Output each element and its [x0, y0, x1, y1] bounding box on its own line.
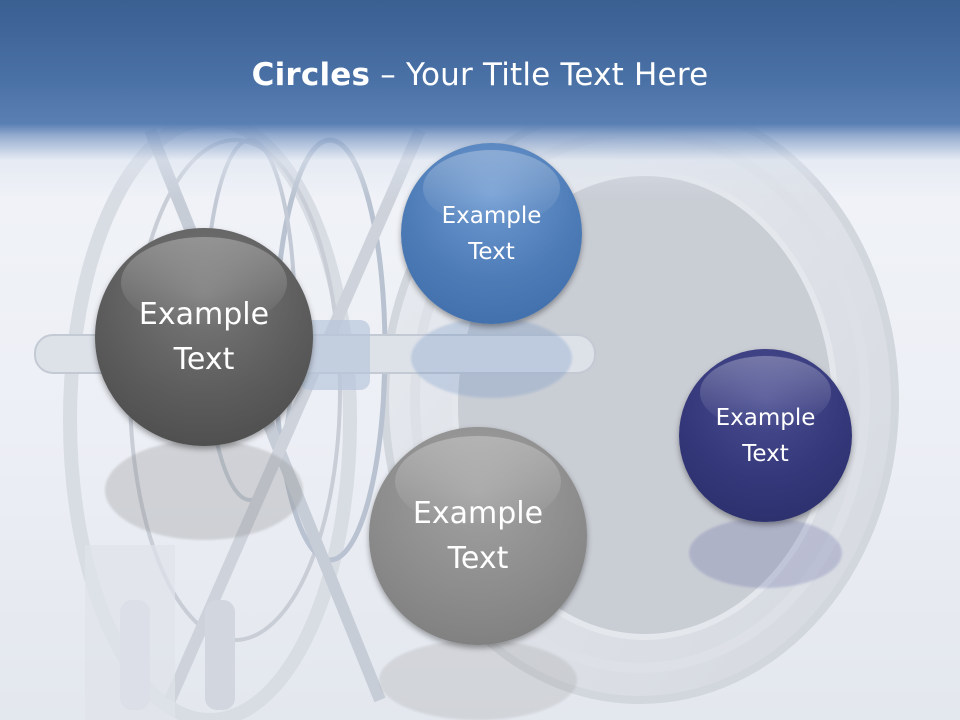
- title-bold-part: Circles: [251, 57, 371, 93]
- circle-light-gray[interactable]: Example Text: [369, 427, 587, 645]
- circle-blue[interactable]: Example Text: [401, 143, 582, 324]
- slide-title: Circles – Your Title Text Here: [0, 50, 960, 100]
- circle-label: Example Text: [441, 202, 542, 265]
- circle-reflection: [411, 318, 572, 398]
- circle-label: Example Text: [138, 297, 270, 377]
- circle-reflection: [105, 440, 303, 540]
- circle-reflection: [689, 518, 842, 588]
- circle-label: Example Text: [412, 496, 544, 576]
- circle-reflection: [379, 640, 577, 720]
- title-text-part: – Your Title Text Here: [370, 57, 709, 93]
- circle-dark-gray[interactable]: Example Text: [95, 228, 313, 446]
- circle-navy[interactable]: Example Text: [679, 349, 852, 522]
- circle-label: Example Text: [715, 404, 816, 467]
